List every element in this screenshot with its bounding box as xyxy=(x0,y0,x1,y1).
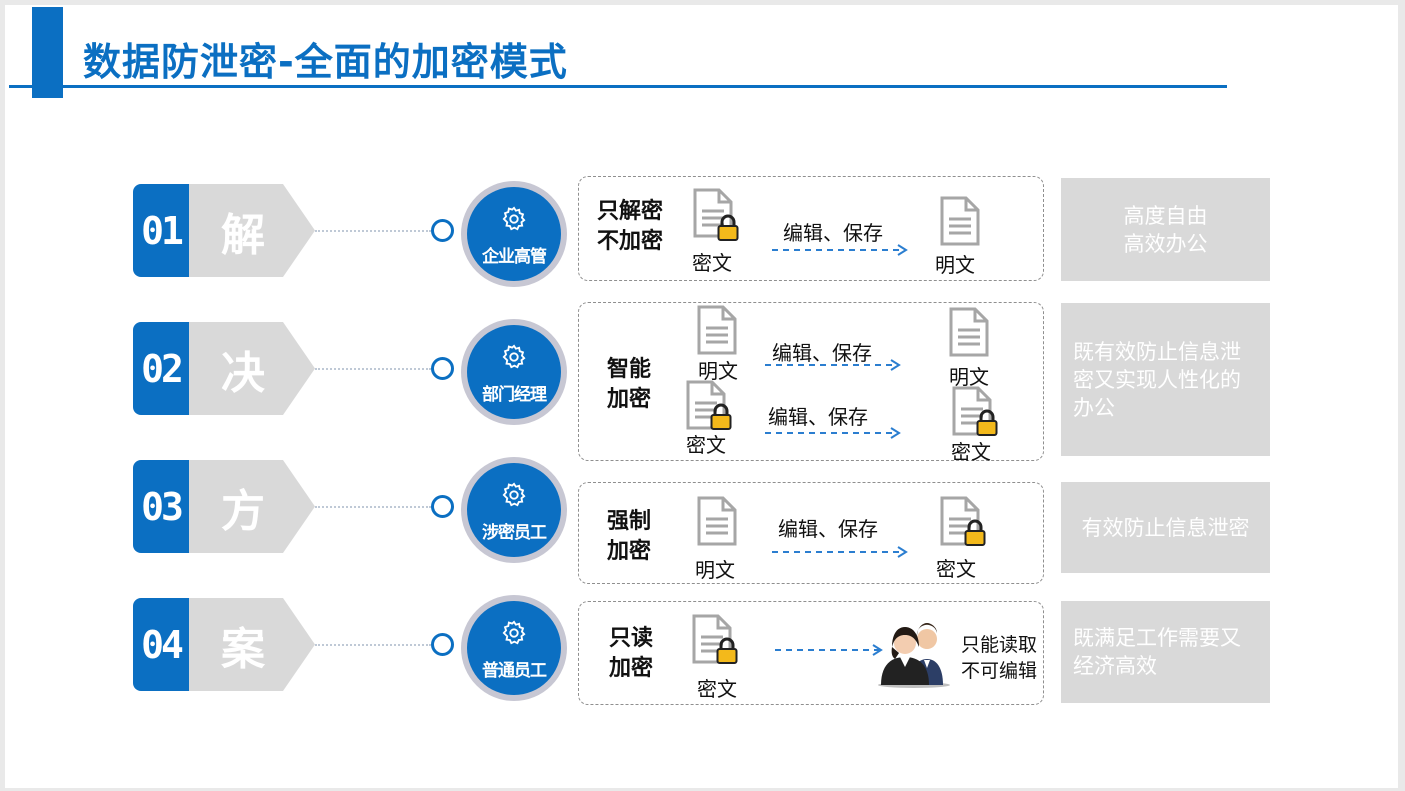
doc-caption: 密文 xyxy=(692,251,732,275)
row-number: 01 xyxy=(133,184,189,277)
user-note: 只能读取 不可编辑 xyxy=(961,634,1038,682)
word-tag: 解 xyxy=(189,184,315,277)
doc-caption: 明文 xyxy=(695,558,735,582)
row-word: 案 xyxy=(221,623,265,675)
connector-node xyxy=(431,357,454,380)
row-number: 04 xyxy=(133,598,189,691)
gear-icon xyxy=(502,482,526,507)
row-word: 决 xyxy=(221,347,265,399)
role-badge: 普通员工 xyxy=(461,595,567,701)
benefit-box: 高度自由 高效办公 xyxy=(1061,178,1270,281)
word-tag: 方 xyxy=(189,460,315,553)
benefit-text: 有效防止信息泄密 xyxy=(1081,515,1250,540)
mode-label: 强制 加密 xyxy=(607,509,652,564)
page-title: 数据防泄密-全面的加密模式 xyxy=(83,40,568,84)
doc-caption: 明文 xyxy=(935,253,975,277)
dashed-arrow xyxy=(772,244,908,256)
dotted-connector xyxy=(315,230,431,232)
slide: 数据防泄密-全面的加密模式 01 解 企业高管 只解密 不加密 密文 编辑、保存… xyxy=(5,5,1398,788)
lock-icon xyxy=(964,519,986,546)
arrow-label: 编辑、保存 xyxy=(772,341,872,365)
title-accent-bar xyxy=(32,7,63,98)
dotted-connector xyxy=(315,644,431,646)
dotted-connector xyxy=(315,506,431,508)
arrow-label: 编辑、保存 xyxy=(783,221,883,245)
document-icon xyxy=(949,307,989,357)
title-underline xyxy=(9,85,1227,88)
dotted-connector xyxy=(315,368,431,370)
doc-caption: 密文 xyxy=(686,433,726,457)
role-label: 普通员工 xyxy=(482,661,547,681)
connector-node xyxy=(431,495,454,518)
arrow-label: 编辑、保存 xyxy=(768,405,868,429)
document-icon xyxy=(697,305,737,355)
doc-caption: 密文 xyxy=(697,677,737,701)
row-number: 03 xyxy=(133,460,189,553)
gear-icon xyxy=(502,620,526,645)
row-number: 02 xyxy=(133,322,189,415)
benefit-text: 既满足工作需要又 经济高效 xyxy=(1073,626,1241,678)
doc-caption: 明文 xyxy=(698,359,738,383)
mode-label: 只解密 不加密 xyxy=(597,199,664,254)
role-badge: 涉密员工 xyxy=(461,457,567,563)
role-label: 涉密员工 xyxy=(482,523,547,543)
benefit-box: 有效防止信息泄密 xyxy=(1061,482,1270,573)
dashed-arrow xyxy=(765,427,901,439)
lock-icon xyxy=(717,214,739,241)
users-icon xyxy=(878,623,950,688)
chevron-shape xyxy=(189,460,315,553)
doc-caption: 密文 xyxy=(951,440,991,464)
doc-caption: 密文 xyxy=(936,557,976,581)
dashed-arrow xyxy=(772,546,908,558)
chevron-shape xyxy=(189,184,315,277)
mode-label: 只读 加密 xyxy=(609,626,654,681)
row-word: 方 xyxy=(221,485,265,537)
chevron-shape xyxy=(189,598,315,691)
document-icon xyxy=(697,496,737,546)
dashed-arrow xyxy=(775,644,883,656)
benefit-text: 既有效防止信息泄 密又实现人性化的 办公 xyxy=(1073,339,1241,420)
lock-icon xyxy=(716,637,738,664)
benefit-box: 既满足工作需要又 经济高效 xyxy=(1061,601,1270,703)
word-tag: 案 xyxy=(189,598,315,691)
role-badge: 企业高管 xyxy=(461,181,567,287)
arrow-label: 编辑、保存 xyxy=(778,517,878,541)
role-badge: 部门经理 xyxy=(461,319,567,425)
doc-caption: 明文 xyxy=(949,365,989,389)
mode-panel: 只读 加密 密文 只能读取 不可编辑 xyxy=(578,601,1044,705)
mode-label: 智能 加密 xyxy=(607,357,652,412)
dashed-arrow xyxy=(765,359,901,371)
gear-icon xyxy=(502,344,526,369)
gear-icon xyxy=(502,206,526,231)
role-label: 部门经理 xyxy=(482,385,547,405)
mode-panel: 只解密 不加密 密文 编辑、保存 明文 xyxy=(578,176,1044,281)
connector-node xyxy=(431,219,454,242)
role-label: 企业高管 xyxy=(482,247,547,267)
benefit-box: 既有效防止信息泄 密又实现人性化的 办公 xyxy=(1061,303,1270,456)
connector-node xyxy=(431,633,454,656)
lock-icon xyxy=(976,409,998,436)
row-word: 解 xyxy=(221,209,265,261)
benefit-text: 高度自由 高效办公 xyxy=(1123,203,1208,256)
word-tag: 决 xyxy=(189,322,315,415)
chevron-shape xyxy=(189,322,315,415)
lock-icon xyxy=(710,403,732,430)
mode-panel: 强制 加密 明文 编辑、保存 密文 xyxy=(578,482,1044,584)
mode-panel: 智能 加密 明文 编辑、保存 明文 密文 编辑、保存 密文 xyxy=(578,302,1044,464)
document-icon xyxy=(940,196,980,246)
